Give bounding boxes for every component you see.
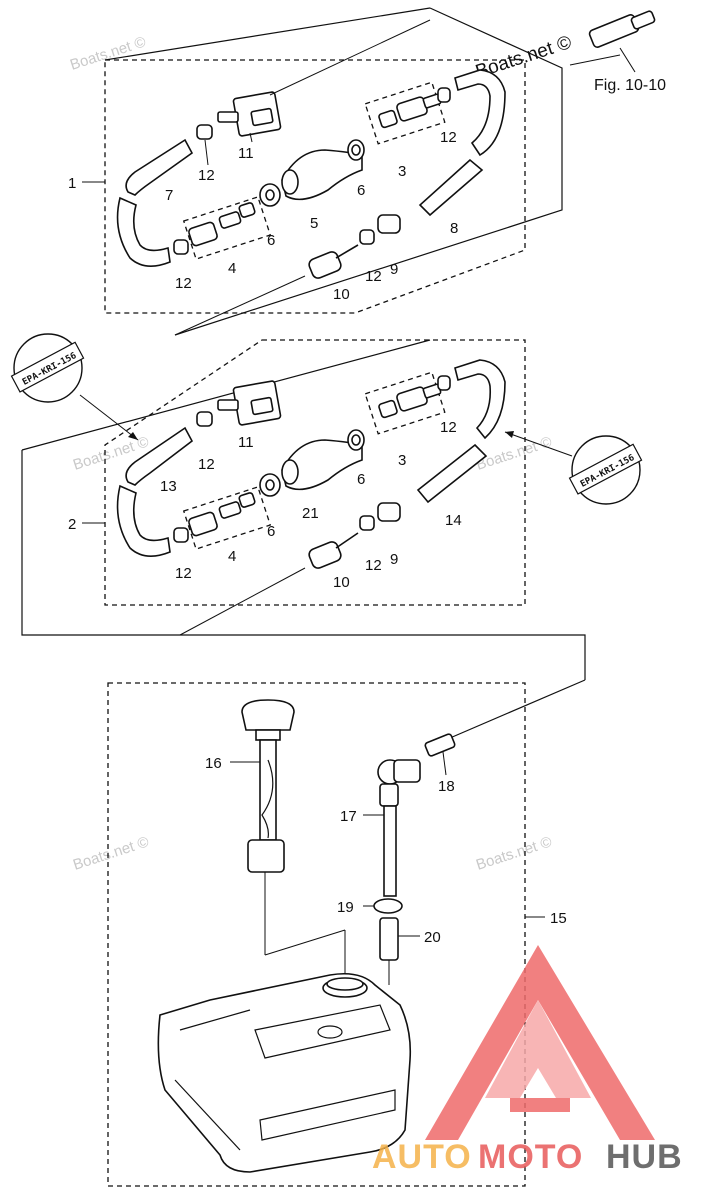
logo-word-moto: MOTO bbox=[478, 1138, 583, 1176]
callout-20: 20 bbox=[424, 929, 441, 946]
callout-6: 6 bbox=[357, 182, 365, 199]
callout-17: 17 bbox=[340, 808, 357, 825]
logo-word-hub: HUB bbox=[606, 1138, 683, 1176]
callout-12: 12 bbox=[365, 268, 382, 285]
assembly-1-box bbox=[104, 59, 526, 314]
callout-11: 11 bbox=[238, 145, 254, 162]
fig-connector bbox=[588, 10, 656, 73]
callout-13: 13 bbox=[160, 478, 177, 495]
callout-11: 11 bbox=[238, 434, 254, 451]
callout-12: 12 bbox=[440, 419, 457, 436]
callout-3: 3 bbox=[398, 163, 406, 180]
callout-5: 5 bbox=[310, 215, 318, 232]
callout-19: 19 bbox=[337, 899, 354, 916]
assembly-2-box bbox=[104, 339, 526, 606]
callout-1: 1 bbox=[68, 175, 76, 192]
connection-lines bbox=[21, 7, 621, 739]
automotohub-logo: AUTO MOTO HUB bbox=[372, 945, 683, 1176]
callout-8: 8 bbox=[450, 220, 458, 237]
callout-10: 10 bbox=[333, 286, 350, 303]
watermark-text: Boats.net © bbox=[474, 433, 554, 473]
callout-12: 12 bbox=[175, 565, 192, 582]
tank-box bbox=[107, 682, 526, 1187]
callout-12: 12 bbox=[440, 129, 457, 146]
epa-stamp-right: EPA-KRI-156 bbox=[504, 431, 643, 505]
callout-9: 9 bbox=[390, 551, 398, 568]
callout-7: 7 bbox=[165, 187, 173, 204]
callout-12: 12 bbox=[198, 167, 215, 184]
watermark-text: Boats.net © bbox=[68, 33, 148, 73]
callout-12: 12 bbox=[365, 557, 382, 574]
callout-4: 4 bbox=[228, 260, 236, 277]
watermark-text: Boats.net © bbox=[474, 833, 554, 873]
callout-6: 6 bbox=[267, 523, 275, 540]
callout-14: 14 bbox=[445, 512, 462, 529]
callout-21: 21 bbox=[302, 505, 319, 522]
callout-6: 6 bbox=[267, 232, 275, 249]
callout-leaders bbox=[82, 132, 545, 937]
callout-4: 4 bbox=[228, 548, 236, 565]
callout-16: 16 bbox=[205, 755, 222, 772]
logo-word-auto: AUTO bbox=[372, 1138, 472, 1176]
callout-12: 12 bbox=[198, 456, 215, 473]
callout-labels: 1 2 11 12 7 6 3 12 8 5 6 4 12 9 12 10 11… bbox=[68, 129, 567, 946]
callout-10: 10 bbox=[333, 574, 350, 591]
callout-6: 6 bbox=[357, 471, 365, 488]
figure-reference: Fig. 10-10 bbox=[594, 77, 666, 94]
callout-2: 2 bbox=[68, 516, 76, 533]
epa-stamp-left: EPA-KRI-156 bbox=[10, 333, 139, 441]
assembly-2-parts bbox=[116, 359, 506, 636]
assembly-1-parts bbox=[116, 19, 506, 336]
callout-9: 9 bbox=[390, 261, 398, 278]
watermark-text: Boats.net © bbox=[71, 833, 151, 873]
callout-18: 18 bbox=[438, 778, 455, 795]
callout-3: 3 bbox=[398, 452, 406, 469]
callout-12: 12 bbox=[175, 275, 192, 292]
callout-15: 15 bbox=[550, 910, 567, 927]
tank-parts bbox=[157, 699, 456, 1173]
